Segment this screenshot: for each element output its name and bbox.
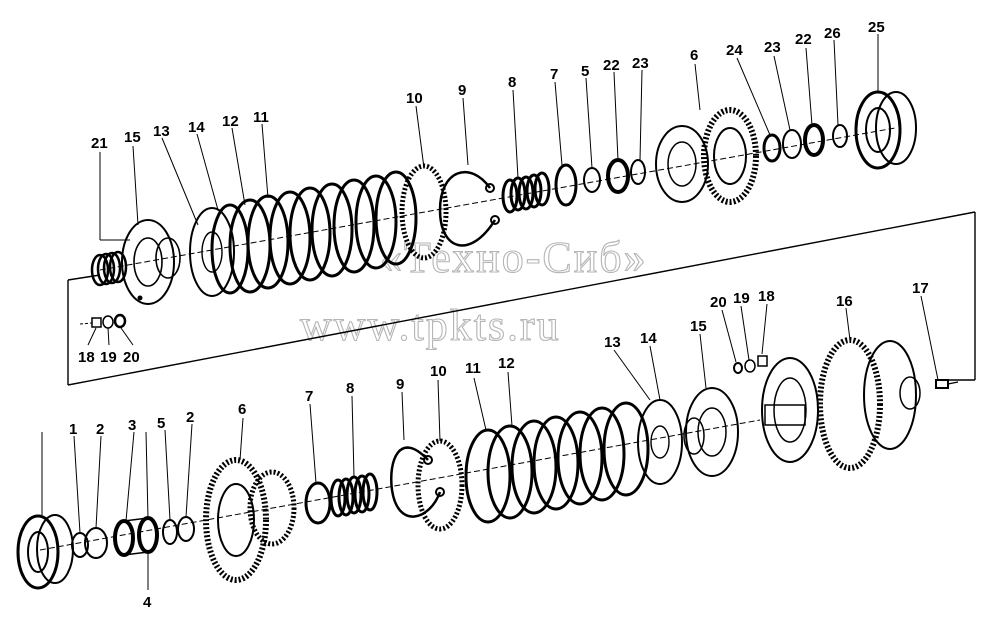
label-3: 3	[128, 417, 136, 434]
part-9-snap-ring-upper	[438, 170, 497, 247]
label-17: 17	[912, 280, 929, 297]
label-5: 5	[581, 63, 589, 80]
part-5-ring-upper	[583, 167, 601, 193]
part-11-12-friction-discs-lower	[464, 401, 650, 524]
part-23-ring-upper	[630, 159, 646, 185]
label-2-lower: 2	[186, 409, 194, 426]
part-7-washer-lower	[304, 481, 332, 525]
label-14-lower: 14	[640, 330, 657, 347]
lower-callout-labels: 1 2 3 4 5 2 6 7 8 9 10 11 12 13 14 15	[69, 318, 707, 611]
label-15: 15	[124, 129, 141, 146]
part-6-gear-upper	[655, 107, 759, 205]
part-23-ring-upper-right	[782, 129, 802, 159]
part-6-gear-lower	[203, 457, 297, 583]
part-21-spring	[90, 250, 128, 287]
part-18-19-20-left	[79, 313, 127, 329]
label-14: 14	[188, 119, 205, 136]
label-18-right: 18	[758, 288, 775, 305]
part-15-hub-lower	[683, 387, 739, 477]
label-4: 4	[143, 594, 152, 611]
part-3-4-bearing	[113, 516, 159, 557]
part-17-screw	[935, 379, 959, 389]
lower-assembly	[16, 387, 761, 590]
label-23: 23	[632, 55, 649, 72]
part-26-ring	[832, 124, 848, 148]
label-24: 24	[726, 42, 743, 59]
label-20-left: 20	[123, 349, 140, 366]
part-20-19-18-right	[733, 355, 768, 374]
label-10-lower: 10	[430, 363, 447, 380]
label-7-lower: 7	[305, 388, 313, 405]
part-16-drum	[761, 337, 921, 471]
label-13-lower: 13	[604, 334, 621, 351]
leader-lines	[41, 34, 939, 590]
part-13-plate-lower	[637, 399, 683, 485]
label-8: 8	[508, 74, 516, 91]
label-1: 1	[69, 421, 77, 438]
label-22: 22	[603, 57, 620, 74]
label-2: 2	[96, 421, 104, 438]
label-12: 12	[222, 113, 239, 130]
label-20-right: 20	[710, 294, 727, 311]
label-9-lower: 9	[396, 376, 404, 393]
part-22-bearing-upper-right	[803, 123, 825, 157]
label-11: 11	[253, 109, 269, 126]
label-23b: 23	[764, 39, 781, 56]
label-7: 7	[550, 66, 558, 83]
part-25-bearing	[854, 90, 917, 170]
label-6: 6	[690, 47, 698, 64]
upper-assembly	[79, 90, 959, 471]
label-11-lower: 11	[465, 360, 481, 377]
label-25: 25	[868, 19, 885, 36]
label-15-lower: 15	[690, 318, 707, 335]
label-19-left: 19	[100, 349, 117, 366]
part-9-snap-ring-lower	[390, 446, 442, 518]
part-5-ring-lower	[162, 519, 178, 545]
connector-frame	[67, 211, 976, 386]
label-16: 16	[836, 293, 853, 310]
label-21: 21	[91, 135, 108, 152]
watermark-line-1: «Техно-Сиб»	[380, 233, 648, 282]
label-22b: 22	[795, 31, 812, 48]
label-12-lower: 12	[498, 355, 515, 372]
label-18-left: 18	[78, 349, 95, 366]
label-19-right: 19	[733, 290, 750, 307]
part-15-hub-upper	[121, 219, 181, 305]
label-10: 10	[406, 90, 423, 107]
label-13: 13	[153, 123, 170, 140]
watermark-line-2: www.tpkts.ru	[300, 301, 561, 350]
part-8-spring-lower	[329, 472, 379, 518]
part-2-ring-lower	[177, 516, 195, 542]
label-9: 9	[458, 82, 466, 99]
upper-callout-labels: 21 15 13 14 12 11 10 9 8 7 5 22 23 6 24 …	[78, 19, 929, 366]
label-5-lower: 5	[157, 415, 165, 432]
label-26: 26	[824, 25, 841, 42]
part-8-spring-upper	[501, 171, 551, 214]
part-24-ring	[762, 133, 782, 163]
part-lower-bearing	[16, 514, 74, 590]
part-7-washer-upper	[554, 163, 578, 207]
label-8-lower: 8	[346, 380, 354, 397]
label-6-lower: 6	[238, 401, 246, 418]
part-11-12-friction-discs-upper	[228, 170, 418, 294]
part-10-gear-disc-lower	[415, 438, 465, 532]
